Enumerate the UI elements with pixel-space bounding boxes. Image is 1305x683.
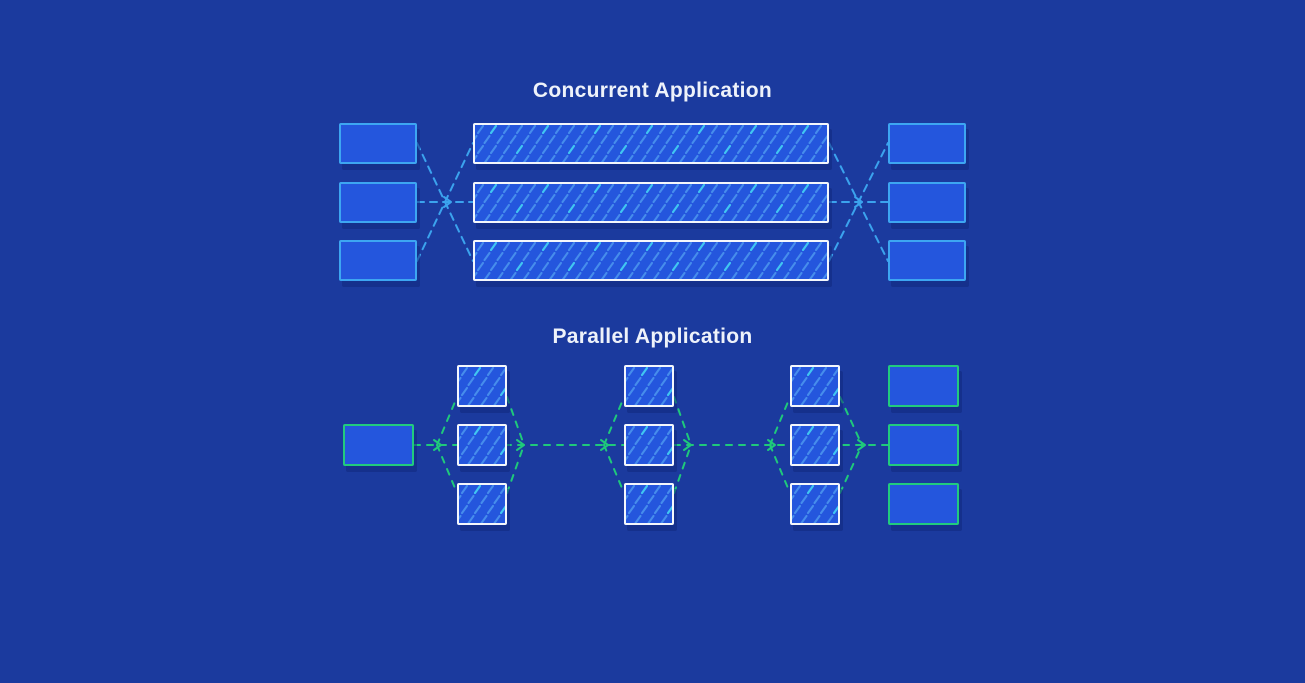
concurrent-output-box-3 [888, 240, 966, 281]
concurrent-output-box-1 [888, 123, 966, 164]
hatch-texture [792, 485, 838, 523]
hatch-texture [626, 485, 672, 523]
concurrent-input-box-1 [339, 123, 417, 164]
hatch-texture [792, 426, 838, 464]
dashed-connector [673, 396, 692, 446]
dashed-connector [436, 444, 458, 494]
parallel-worker-box-g1-3 [457, 483, 507, 525]
dashed-connector [506, 444, 525, 494]
hatch-texture [459, 367, 505, 405]
dashed-connector [673, 444, 692, 494]
hatch-texture [626, 426, 672, 464]
concurrent-output-box-2 [888, 182, 966, 223]
hatch-texture [475, 125, 827, 162]
dashed-connector [416, 142, 474, 262]
arrowhead-icon [857, 439, 866, 451]
concurrent-input-box-3 [339, 240, 417, 281]
dashed-connector [839, 444, 863, 494]
arrowhead-icon [600, 439, 609, 451]
parallel-worker-box-g3-2 [790, 424, 840, 466]
concurrent-input-box-2 [339, 182, 417, 223]
dashed-connector [839, 396, 863, 446]
arrowhead-icon [443, 196, 452, 208]
dashed-connector [769, 396, 791, 446]
dashed-connector [416, 142, 474, 262]
parallel-worker-box-g1-2 [457, 424, 507, 466]
hatch-texture [475, 184, 827, 221]
hatch-texture [459, 485, 505, 523]
arrowhead-icon [854, 196, 863, 208]
parallel-output-box-1 [888, 365, 959, 407]
arrowhead-icon [683, 439, 692, 451]
dashed-connector [506, 396, 525, 446]
hatch-texture [475, 242, 827, 279]
concurrent-thread-bar-3 [473, 240, 829, 281]
dashed-connector [603, 396, 625, 446]
concurrent-thread-bar-2 [473, 182, 829, 223]
hatch-texture [626, 367, 672, 405]
parallel-input-box [343, 424, 414, 466]
arrowhead-icon [516, 439, 525, 451]
dashed-connector [828, 142, 889, 262]
arrowhead-icon [767, 439, 776, 451]
concurrent-title: Concurrent Application [532, 79, 773, 102]
dashed-connector [828, 142, 889, 262]
parallel-worker-box-g1-1 [457, 365, 507, 407]
dashed-connector [436, 396, 458, 446]
parallel-title: Parallel Application [552, 325, 753, 348]
dashed-connector [769, 444, 791, 494]
dashed-connector [603, 444, 625, 494]
parallel-output-box-3 [888, 483, 959, 525]
arrowhead-icon [433, 439, 442, 451]
parallel-worker-box-g3-1 [790, 365, 840, 407]
hatch-texture [459, 426, 505, 464]
concurrent-thread-bar-1 [473, 123, 829, 164]
parallel-worker-box-g3-3 [790, 483, 840, 525]
parallel-worker-box-g2-1 [624, 365, 674, 407]
parallel-worker-box-g2-3 [624, 483, 674, 525]
hatch-texture [792, 367, 838, 405]
parallel-output-box-2 [888, 424, 959, 466]
parallel-worker-box-g2-2 [624, 424, 674, 466]
